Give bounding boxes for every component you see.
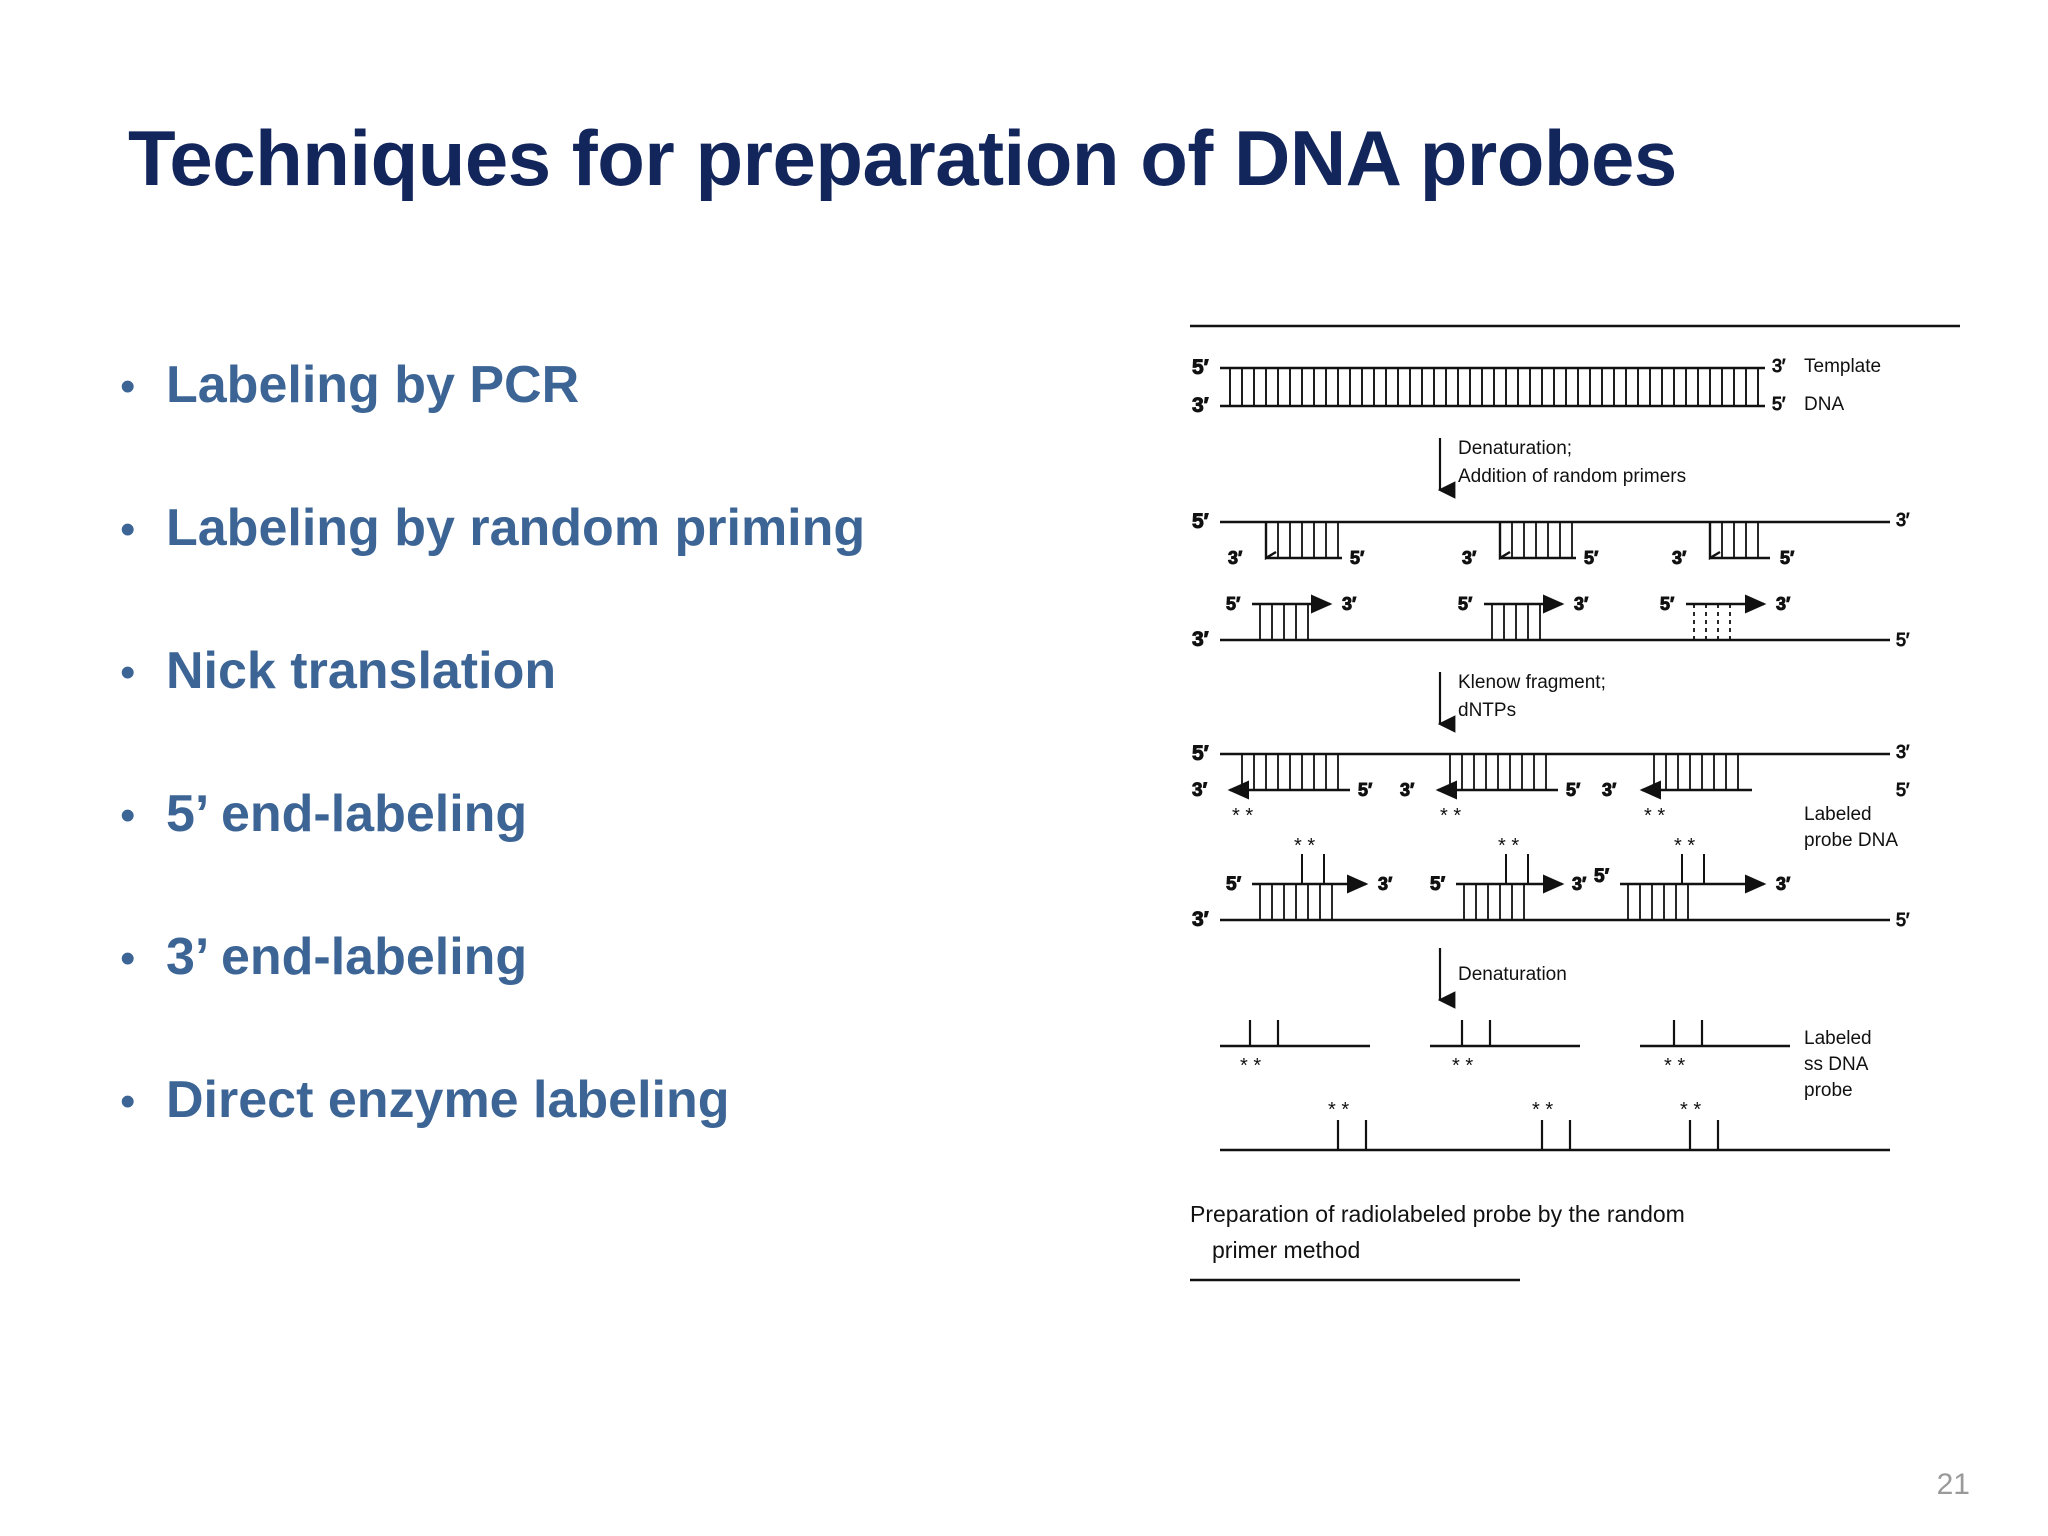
label-3prime: 3′	[1602, 780, 1616, 800]
template-dna-label-line1: Template	[1804, 356, 1881, 377]
primer-label-3prime: 3′	[1228, 548, 1242, 568]
radiolabel-asterisks: * *	[1644, 805, 1665, 827]
radiolabel-asterisks: * *	[1680, 1099, 1701, 1121]
step3-line1: Denaturation	[1458, 964, 1567, 985]
radiolabel-asterisks: * *	[1440, 805, 1461, 827]
label-5prime: 5′	[1896, 780, 1910, 800]
caption-line1: Preparation of radiolabeled probe by the…	[1190, 1201, 1685, 1227]
label-3prime: 3′	[1776, 874, 1790, 894]
radiolabel-asterisks: * *	[1498, 835, 1519, 857]
radiolabel-asterisks: * *	[1674, 835, 1695, 857]
label-5prime: 5′	[1430, 874, 1446, 895]
primer-label-3prime: 3′	[1462, 548, 1476, 568]
bullet-list: • Labeling by PCR • Labeling by random p…	[120, 355, 1020, 1213]
step2-line2: dNTPs	[1458, 700, 1516, 721]
step1-line1: Denaturation;	[1458, 438, 1572, 459]
labeled-ss-dna-line1: Labeled	[1804, 1028, 1872, 1049]
bullet-marker-icon: •	[120, 648, 136, 697]
radiolabel-asterisks: * *	[1452, 1055, 1473, 1077]
list-item: • 3’ end-labeling	[120, 927, 1020, 1070]
radiolabel-asterisks: * *	[1532, 1099, 1553, 1121]
page-title: Techniques for preparation of DNA probes	[128, 114, 1677, 202]
bullet-marker-icon: •	[120, 1077, 136, 1126]
primer-label-5prime: 5′	[1226, 594, 1240, 614]
label-3prime: 3′	[1192, 780, 1208, 801]
primed-top-strand-row: 5′ 3′ 3′ 5′	[1192, 510, 1911, 569]
label-5prime: 5′	[1896, 910, 1910, 930]
figure-svg: 5′ 3′	[1190, 324, 1960, 1282]
primed-bottom-strand-row: 5′ 3′ 5′	[1192, 594, 1911, 652]
step-final-denaturation: Denaturation	[1437, 948, 1567, 1009]
primer-label-5prime: 5′	[1780, 548, 1794, 568]
figure-caption: Preparation of radiolabeled probe by the…	[1190, 1201, 1685, 1282]
labeled-ss-dna-line2: ss DNA	[1804, 1054, 1869, 1075]
label-5prime: 5′	[1226, 874, 1242, 895]
label-3prime: 3′	[1896, 510, 1910, 530]
step-denaturation-primers: Denaturation; Addition of random primers	[1437, 438, 1686, 499]
bullet-label: 5’ end-labeling	[166, 785, 528, 843]
label-3prime: 3′	[1192, 628, 1209, 651]
label-3prime: 3′	[1378, 874, 1392, 894]
caption-line2: primer method	[1212, 1237, 1360, 1263]
label-3prime-left: 3′	[1192, 394, 1209, 417]
bullet-label: Labeling by random priming	[166, 499, 866, 557]
step2-line1: Klenow fragment;	[1458, 672, 1606, 693]
label-3prime-right: 3′	[1772, 356, 1786, 376]
label-5prime: 5′	[1566, 780, 1580, 800]
list-item: • Nick translation	[120, 641, 1020, 784]
bullet-label: Nick translation	[166, 642, 557, 700]
list-item: • Labeling by PCR	[120, 355, 1020, 498]
template-dna-label-line2: DNA	[1804, 394, 1844, 415]
primer-label-5prime: 5′	[1350, 548, 1364, 568]
step1-line2: Addition of random primers	[1458, 466, 1686, 487]
bullet-marker-icon: •	[120, 362, 136, 411]
label-5prime: 5′	[1192, 510, 1209, 533]
label-5prime: 5′	[1192, 742, 1209, 765]
ss-probe-row: * * * * * *	[1220, 1020, 1890, 1152]
radiolabel-asterisks: * *	[1328, 1099, 1349, 1121]
radiolabel-asterisks: * *	[1232, 805, 1253, 827]
step-klenow-dntps: Klenow fragment; dNTPs	[1437, 672, 1606, 733]
extended-bottom-row: 5′ * * 3′	[1192, 835, 1911, 932]
bullet-marker-icon: •	[120, 505, 136, 554]
random-primer-method-figure: 5′ 3′	[1190, 320, 1960, 1330]
list-item: • 5’ end-labeling	[120, 784, 1020, 927]
bullet-label: Labeling by PCR	[166, 356, 580, 414]
label-3prime: 3′	[1572, 874, 1586, 894]
bullet-label: 3’ end-labeling	[166, 928, 528, 986]
label-5prime: 5′	[1896, 630, 1910, 650]
label-5prime: 5′	[1358, 780, 1372, 800]
label-5prime-right: 5′	[1772, 394, 1786, 414]
template-dna-row: 5′ 3′	[1192, 356, 1882, 418]
bullet-marker-icon: •	[120, 791, 136, 840]
label-5prime-left: 5′	[1192, 356, 1209, 379]
primer-label-3prime: 3′	[1672, 548, 1686, 568]
primer-label-3prime: 3′	[1776, 594, 1790, 614]
primer-label-5prime: 5′	[1660, 594, 1674, 614]
radiolabel-asterisks: * *	[1664, 1055, 1685, 1077]
primer-label-3prime: 3′	[1342, 594, 1356, 614]
bullet-label: Direct enzyme labeling	[166, 1071, 730, 1129]
label-5prime: 5′	[1594, 866, 1610, 887]
primer-label-3prime: 3′	[1574, 594, 1588, 614]
primer-label-5prime: 5′	[1458, 594, 1472, 614]
labeled-probe-dna-line1: Labeled	[1804, 804, 1872, 825]
label-3prime: 3′	[1400, 780, 1414, 800]
page-number: 21	[1936, 1468, 1970, 1501]
list-item: • Labeling by random priming	[120, 498, 1020, 641]
labeled-ss-dna-line3: probe	[1804, 1080, 1853, 1101]
radiolabel-asterisks: * *	[1294, 835, 1315, 857]
radiolabel-asterisks: * *	[1240, 1055, 1261, 1077]
list-item: • Direct enzyme labeling	[120, 1070, 1020, 1213]
labeled-probe-dna-line2: probe DNA	[1804, 830, 1898, 851]
label-3prime: 3′	[1896, 742, 1910, 762]
bullet-marker-icon: •	[120, 934, 136, 983]
extended-top-row: 5′ 3′ 3′ 5′	[1192, 742, 1911, 852]
primer-label-5prime: 5′	[1584, 548, 1598, 568]
label-3prime: 3′	[1192, 908, 1209, 931]
